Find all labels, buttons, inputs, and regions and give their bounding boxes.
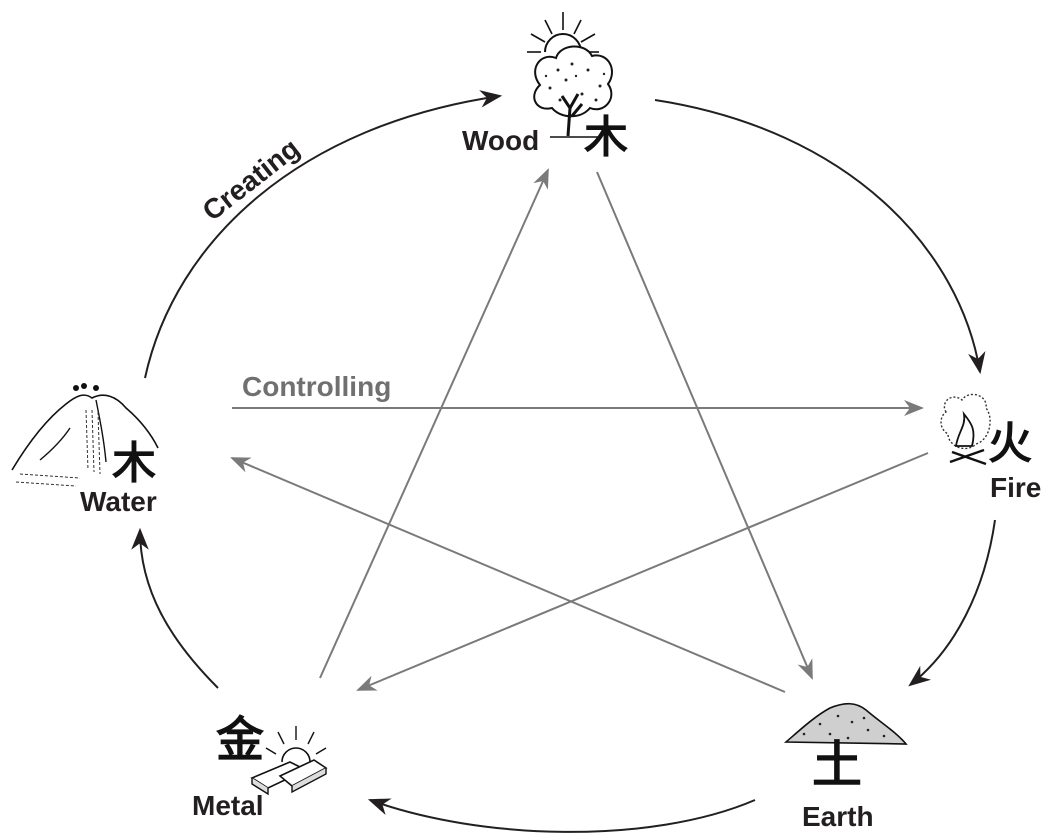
arrow-water-to-wood [145,96,500,378]
arrow-earth-to-metal [370,800,755,832]
arrow-earth-to-water [232,458,785,692]
fire-node: 火 Fire [941,394,1041,503]
water-node: 木 Water [12,383,158,517]
earth-node: 土 Earth [786,704,906,832]
arrow-metal-to-water [140,530,218,688]
arrow-wood-to-earth [597,172,812,678]
wood-character: 木 [584,112,628,163]
arrow-fire-to-earth [910,520,995,685]
water-label: Water [80,486,157,517]
fire-character: 火 [988,418,1032,469]
controlling-cycle [232,170,928,692]
water-character: 木 [112,438,156,489]
arrow-fire-to-metal [358,453,928,690]
metal-node: 金 Metal [192,712,326,821]
metal-character: 金 [215,712,265,768]
arrow-wood-to-fire [655,100,980,372]
campfire-icon [941,394,990,464]
metal-label: Metal [192,790,264,821]
earth-label: Earth [802,801,874,832]
creating-label: Creating [197,132,306,226]
earth-character: 土 [812,736,862,794]
fire-label: Fire [990,472,1041,503]
controlling-label: Controlling [242,371,391,402]
wood-node: Wood 木 [462,12,628,163]
arrow-metal-to-wood [320,170,548,678]
wood-label: Wood [462,125,539,156]
